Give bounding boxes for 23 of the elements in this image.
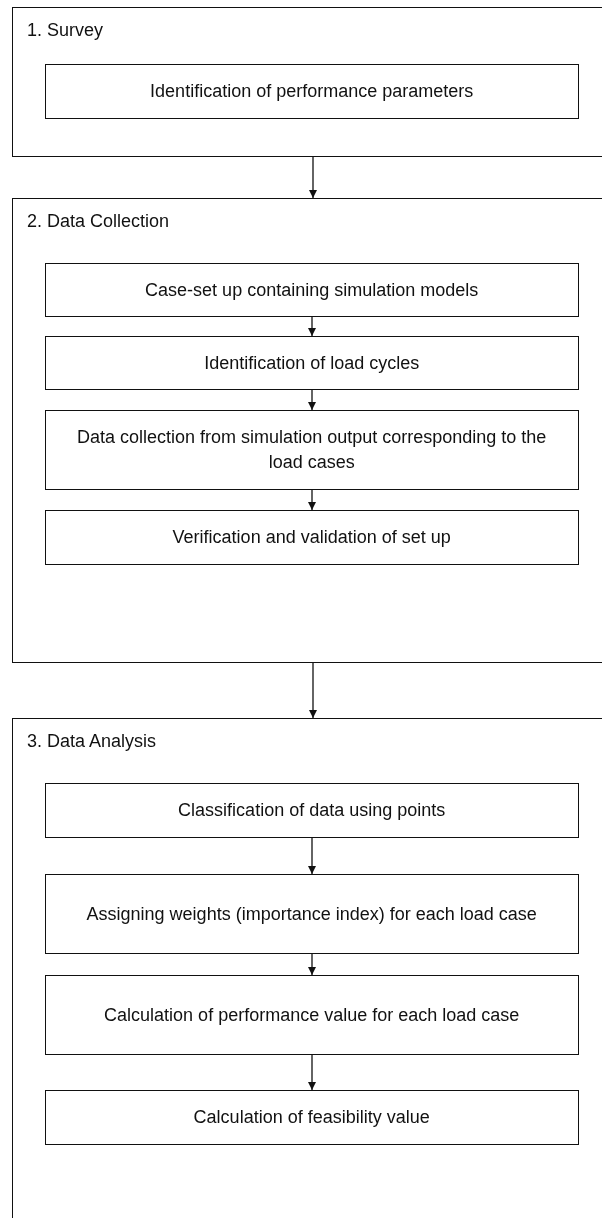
stage-frame xyxy=(12,718,602,1218)
arrow xyxy=(308,316,316,337)
arrow xyxy=(308,489,316,511)
arrow xyxy=(309,662,317,719)
process-box: Calculation of feasibility value xyxy=(44,1089,579,1145)
stage-frame xyxy=(12,198,602,663)
process-box: Case-set up containing simulation models xyxy=(44,262,579,317)
stage-title: 2. Data Collection xyxy=(27,211,170,232)
process-box: Identification of performance parameters xyxy=(44,63,579,119)
stage-frame xyxy=(12,7,602,157)
process-box: Data collection from simulation output corresponding to the load cases xyxy=(44,409,579,490)
arrow xyxy=(308,389,316,411)
process-box: Calculation of performance value for each load case xyxy=(44,974,579,1055)
stage-title: 1. Survey xyxy=(27,20,104,41)
arrow xyxy=(308,1054,316,1091)
process-box: Classification of data using points xyxy=(44,782,579,838)
arrow xyxy=(308,837,316,875)
arrow xyxy=(308,953,316,976)
process-box: Verification and validation of set up xyxy=(44,509,579,565)
stage-title: 3. Data Analysis xyxy=(27,731,157,752)
process-box: Assigning weights (importance index) for each load case xyxy=(44,873,579,954)
process-box: Identification of load cycles xyxy=(44,335,579,390)
arrow xyxy=(309,156,317,199)
